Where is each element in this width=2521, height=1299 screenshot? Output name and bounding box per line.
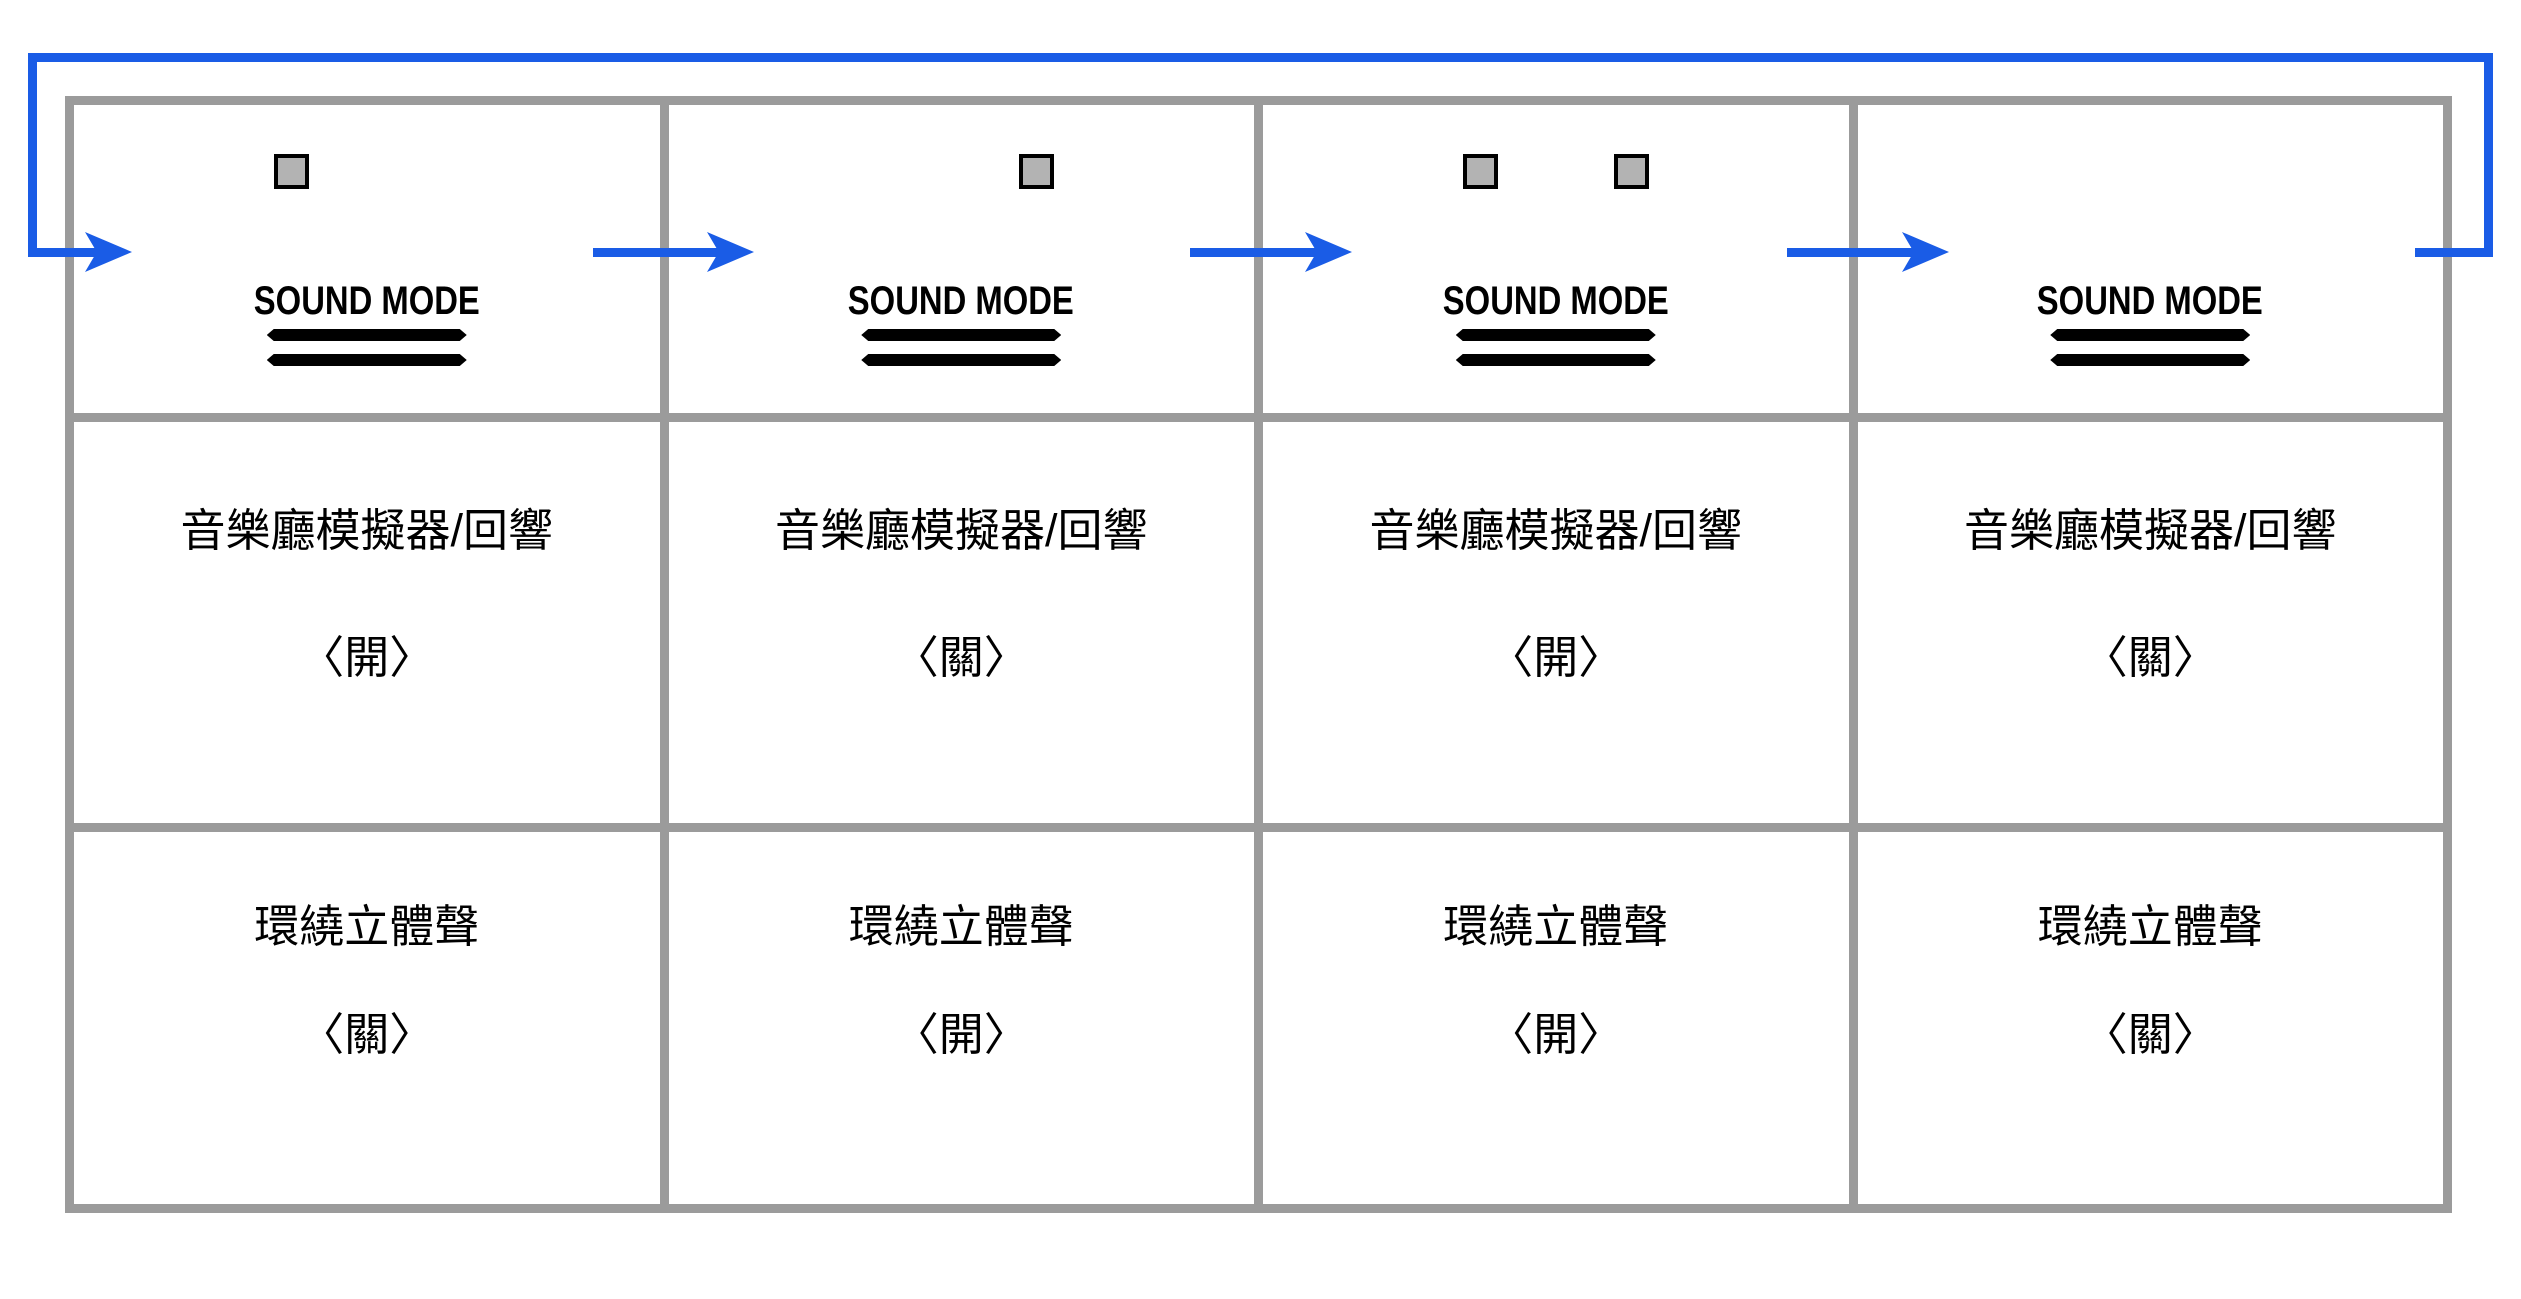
loop-line-top (28, 53, 2493, 62)
button-bar-icon (861, 329, 1062, 341)
surround-state: 〈開〉 (1488, 1009, 1624, 1060)
hall-state-cell-step3: 音樂廳模擬器/回響 〈開〉 (1263, 422, 1849, 823)
surround-label: 環繞立體聲 (2037, 901, 2263, 952)
hall-state-cell-step4: 音樂廳模擬器/回響 〈關〉 (1857, 422, 2443, 823)
button-cell-step1: SOUND MODE (74, 105, 660, 413)
surround-state-cell-step2: 環繞立體聲 〈開〉 (668, 832, 1254, 1204)
hall-state-cell-step1: 音樂廳模擬器/回響 〈開〉 (74, 422, 660, 823)
button-bar-icon (266, 354, 467, 366)
surround-state-cell-step4: 環繞立體聲 〈關〉 (1857, 832, 2443, 1204)
hall-label: 音樂廳模擬器/回響 (180, 505, 553, 556)
hall-state: 〈開〉 (1488, 632, 1624, 683)
surround-label: 環繞立體聲 (848, 901, 1074, 952)
button-cell-step4: SOUND MODE (1857, 105, 2444, 413)
button-bar-icon (1455, 329, 1656, 341)
hall-state: 〈開〉 (299, 632, 435, 683)
button-bar-icon (2050, 329, 2251, 341)
hall-label: 音樂廳模擬器/回響 (774, 505, 1148, 556)
state-table: SOUND MODE SOUND MODE SOUND MODE (65, 96, 2452, 1213)
surround-state-cell-step3: 環繞立體聲 〈開〉 (1263, 832, 1849, 1204)
sound-mode-button-label: SOUND MODE (253, 279, 480, 323)
hall-state-cell-step2: 音樂廳模擬器/回響 〈關〉 (668, 422, 1254, 823)
indicator-led-right-icon (1019, 154, 1055, 189)
indicator-led-right-icon (1613, 154, 1649, 189)
button-bar-icon (1455, 354, 1656, 366)
surround-state: 〈關〉 (299, 1009, 435, 1060)
surround-label: 環繞立體聲 (1443, 901, 1669, 952)
hall-state: 〈關〉 (2082, 632, 2218, 683)
hall-state: 〈關〉 (893, 632, 1029, 683)
surround-state: 〈開〉 (893, 1009, 1029, 1060)
sound-mode-button-label: SOUND MODE (848, 279, 1075, 323)
sound-mode-button[interactable]: SOUND MODE (1263, 281, 1849, 366)
hall-label: 音樂廳模擬器/回響 (1963, 505, 2337, 556)
surround-state: 〈關〉 (2082, 1009, 2218, 1060)
indicator-led-left-icon (273, 154, 309, 189)
button-bar-icon (266, 329, 467, 341)
indicator-led-left-icon (1462, 154, 1498, 189)
loop-line-left (28, 53, 37, 256)
sound-mode-button-label: SOUND MODE (1442, 279, 1669, 323)
sound-mode-button[interactable]: SOUND MODE (669, 281, 1255, 366)
button-bar-icon (861, 354, 1062, 366)
button-cell-step3: SOUND MODE (1263, 105, 1849, 413)
surround-label: 環繞立體聲 (254, 901, 480, 952)
sound-mode-button[interactable]: SOUND MODE (74, 281, 660, 366)
button-bar-icon (2050, 354, 2251, 366)
loop-line-right (2484, 53, 2493, 256)
sound-mode-button-label: SOUND MODE (2037, 279, 2264, 323)
hall-label: 音樂廳模擬器/回響 (1369, 505, 1742, 556)
button-cell-step2: SOUND MODE (668, 105, 1255, 413)
surround-state-cell-step1: 環繞立體聲 〈關〉 (74, 832, 660, 1204)
sound-mode-button[interactable]: SOUND MODE (1858, 281, 2444, 366)
